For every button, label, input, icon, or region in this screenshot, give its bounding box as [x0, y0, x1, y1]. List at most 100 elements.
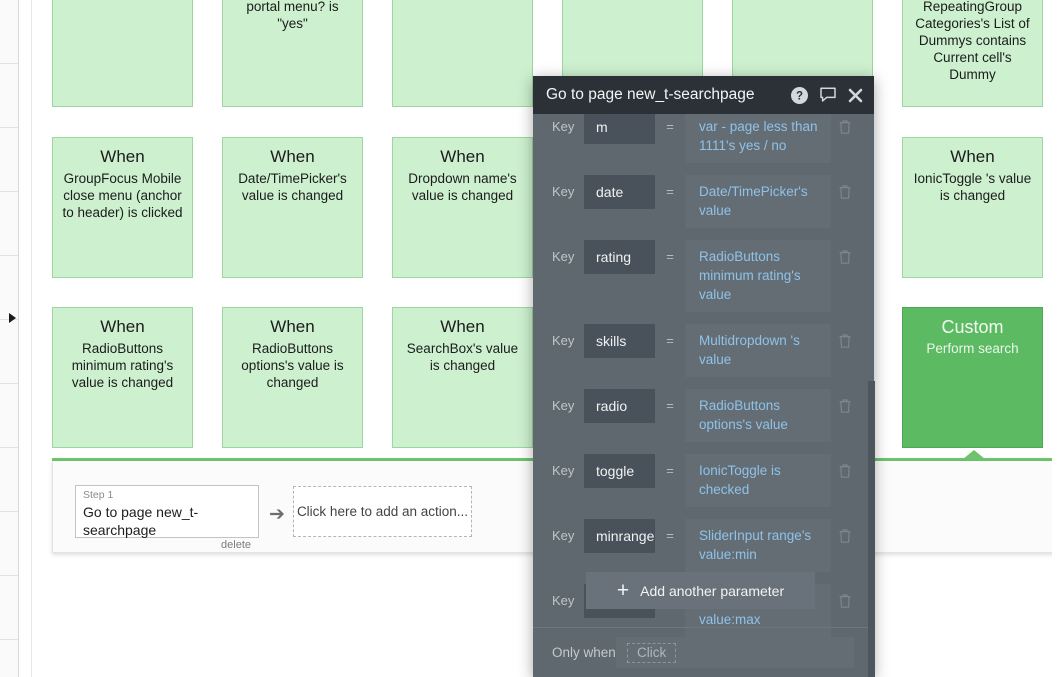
event-card[interactable]: Button Back to top is clicked	[392, 0, 533, 107]
parameter-value-field[interactable]: SliderInput range's value:min	[685, 519, 831, 572]
left-panel-row[interactable]	[0, 384, 18, 448]
parameter-row: Key minrange = SliderInput range's value:mi…	[552, 513, 874, 578]
left-panel-row[interactable]	[0, 448, 18, 512]
left-panel-row[interactable]	[0, 128, 18, 192]
event-card-title: When	[440, 317, 485, 336]
parameter-key-label: Key	[552, 119, 575, 134]
parameter-equals-label: =	[666, 184, 674, 199]
trash-icon[interactable]	[831, 240, 859, 265]
parameter-key-input[interactable]: date	[584, 175, 655, 209]
parameter-key-label: Key	[552, 593, 575, 608]
parameter-equals-label: =	[666, 119, 674, 134]
parameter-value-field[interactable]: IonicToggle is checked	[685, 454, 831, 507]
left-panel-row[interactable]	[0, 512, 18, 576]
event-card-subtitle: GroupFocus Mobile close menu (anchor to …	[62, 171, 183, 220]
left-panel-row[interactable]	[0, 320, 18, 384]
step-delete-link[interactable]: delete	[221, 539, 251, 551]
event-card-title: When	[270, 317, 315, 336]
page-scrollbar[interactable]	[1052, 0, 1059, 677]
left-panel-row[interactable]	[0, 576, 18, 640]
parameter-key-input[interactable]: rating	[584, 240, 655, 274]
dialog-scrollbar-thumb[interactable]	[868, 381, 875, 677]
step-number-label: Step 1	[83, 489, 114, 501]
parameter-key-input[interactable]: minrange	[584, 519, 655, 553]
trash-icon[interactable]	[831, 454, 859, 479]
add-action-button[interactable]: Click here to add an action...	[293, 486, 472, 537]
trash-icon[interactable]	[831, 389, 859, 414]
action-panel-caret	[963, 450, 985, 459]
parameter-equals-label: =	[666, 333, 674, 348]
parameter-key-input[interactable]: toggle	[584, 454, 655, 488]
only-when-field[interactable]: Click	[616, 637, 854, 668]
help-icon[interactable]: ?	[791, 86, 808, 104]
add-another-parameter-button[interactable]: + Add another parameter	[586, 572, 815, 609]
left-panel-row[interactable]	[0, 64, 18, 128]
parameter-key-input[interactable]: skills	[584, 324, 655, 358]
event-card-title: When	[440, 147, 485, 166]
event-card-subtitle: RadioButtons options's value is changed	[241, 341, 344, 390]
left-panel-row[interactable]	[0, 192, 18, 256]
step-title: Go to page new_t-searchpage	[83, 504, 199, 538]
event-card-subtitle: Perform search	[926, 341, 1019, 356]
trash-icon[interactable]	[831, 519, 859, 544]
parameter-value-field[interactable]: RadioButtons options's value	[685, 389, 831, 442]
parameter-value-field[interactable]: Date/TimePicker's value	[685, 175, 831, 228]
event-card-subtitle: Do when Current page width ≤ 1111 and he…	[246, 0, 339, 31]
parameter-value-field[interactable]: Multidropdown 's value	[685, 324, 831, 377]
trash-icon[interactable]	[831, 114, 859, 135]
comment-icon[interactable]	[819, 87, 837, 103]
parameter-key-label: Key	[552, 528, 575, 543]
parameter-value-field[interactable]: RadioButtons minimum rating's value	[685, 240, 831, 312]
trash-icon[interactable]	[831, 584, 859, 609]
event-card-subtitle: Group Inner select category is clicked a…	[915, 0, 1030, 82]
trash-icon[interactable]	[831, 175, 859, 200]
expand-arrow-icon[interactable]	[9, 313, 16, 323]
event-card-title: Custom	[941, 317, 1004, 337]
parameter-key-input[interactable]: radio	[584, 389, 655, 423]
svg-text:?: ?	[796, 90, 803, 102]
trash-icon[interactable]	[831, 324, 859, 349]
parameter-value-field[interactable]: var - page less than 1111's yes / no	[685, 114, 831, 163]
parameter-equals-label: =	[666, 398, 674, 413]
close-icon[interactable]	[848, 88, 863, 103]
parameter-equals-label: =	[666, 463, 674, 478]
left-panel-row[interactable]	[0, 640, 18, 677]
step-1-box[interactable]: Step 1 Go to page new_t-searchpage delet…	[75, 485, 259, 551]
event-card-subtitle: SearchBox's value is changed	[406, 341, 519, 373]
parameter-key-label: Key	[552, 463, 575, 478]
parameter-key-label: Key	[552, 184, 575, 199]
event-card[interactable]: Group Inner select category is clicked a…	[902, 0, 1043, 107]
parameter-row: Key toggle = IonicToggle is checked	[552, 448, 874, 513]
left-panel-row[interactable]: w	[0, 0, 18, 64]
event-card[interactable]: Do when Current page width ≤ 1111 and he…	[222, 0, 363, 107]
left-panel-row[interactable]: s	[0, 256, 18, 320]
event-card[interactable]: Page is loaded	[52, 0, 193, 107]
event-card-title: When	[100, 147, 145, 166]
event-card-subtitle: IonicToggle 's value is changed	[913, 171, 1032, 203]
only-when-row: Only when Click	[552, 637, 854, 668]
parameter-equals-label: =	[666, 528, 674, 543]
event-card-title: When	[270, 147, 315, 166]
only-when-label: Only when	[552, 645, 616, 660]
parameter-key-input[interactable]: m	[584, 114, 655, 144]
event-card-title: When	[100, 317, 145, 336]
left-gutter	[19, 0, 32, 677]
dialog-header: Go to page new_t-searchpage ?	[533, 76, 874, 114]
only-when-placeholder[interactable]: Click	[627, 642, 677, 663]
dialog-divider	[533, 627, 874, 628]
